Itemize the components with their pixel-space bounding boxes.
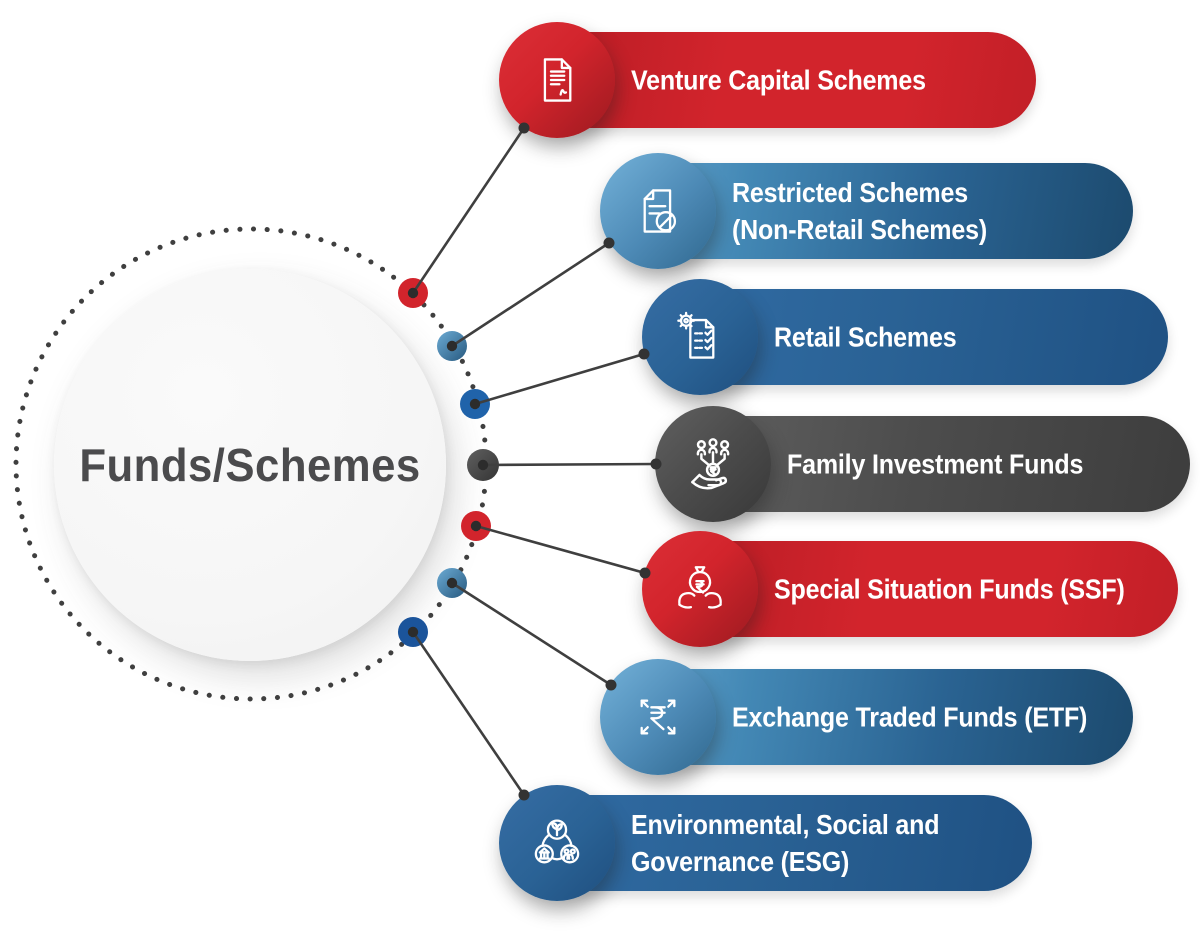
central-hub-circle: Funds/Schemes [54, 269, 446, 661]
banner-icon-disc [499, 22, 615, 138]
banner-icon-disc [499, 785, 615, 901]
banner-icon-disc [642, 279, 758, 395]
banner-label: Venture Capital Schemes [631, 64, 926, 96]
banner-label: Special Situation Funds (SSF) [774, 573, 1125, 605]
diagram-title: Funds/Schemes [79, 439, 421, 491]
banner-venture-capital-schemes: Venture Capital Schemes [499, 22, 1036, 138]
connector-dot-5 [461, 511, 491, 541]
connector-dot-center [446, 577, 458, 589]
connector-line-3 [474, 352, 645, 406]
connector-line-2 [451, 241, 610, 348]
connector-dot-center [469, 398, 481, 410]
connector-dot-4 [467, 449, 499, 481]
family-fund-hand-icon [691, 438, 730, 490]
banner-label: Restricted Schemes (Non-Retail Schemes) [732, 177, 988, 245]
banner-restricted-schemes: Restricted Schemes (Non-Retail Schemes) [600, 153, 1133, 269]
banner-esg: Environmental, Social and Governance (ES… [499, 785, 1032, 901]
connector-dot-1 [398, 278, 428, 308]
connector-dot-2 [437, 331, 467, 361]
banner-label: Environmental, Social and Governance (ES… [631, 809, 940, 877]
banner-retail-schemes: Retail Schemes [642, 279, 1168, 395]
banner-label: Exchange Traded Funds (ETF) [732, 701, 1088, 733]
banner-icon-disc [600, 659, 716, 775]
connector-dot-3 [460, 389, 490, 419]
connector-line-5 [475, 524, 646, 575]
banner-icon-disc [655, 406, 771, 522]
banner-icon-disc [600, 153, 716, 269]
connector-line-6 [451, 581, 612, 687]
connector-dot-center [470, 520, 482, 532]
restricted-document-icon [643, 189, 677, 233]
connector-line-7 [411, 631, 526, 796]
banner-label: Retail Schemes [774, 321, 957, 353]
connector-dot-center [407, 626, 419, 638]
banner-icon-disc [642, 531, 758, 647]
hands-money-bag-icon [678, 566, 722, 609]
connector-line-1 [411, 127, 526, 294]
rupee-expand-arrows-icon [640, 699, 676, 735]
connector-dot-6 [437, 568, 467, 598]
banner-label: Family Investment Funds [787, 448, 1084, 480]
connector-dot-center [477, 459, 489, 471]
connector-line-4 [482, 462, 657, 467]
signed-document-icon [543, 58, 572, 102]
connector-dot-center [407, 287, 419, 299]
connector-dot-7 [398, 617, 428, 647]
banner-family-investment-funds: Family Investment Funds [655, 406, 1190, 522]
banner-exchange-traded-funds: Exchange Traded Funds (ETF) [600, 659, 1133, 775]
esg-circles-icon [534, 819, 580, 864]
approved-checklist-icon [677, 311, 715, 359]
connector-dot-center [446, 340, 458, 352]
banner-special-situation-funds: Special Situation Funds (SSF) [642, 531, 1178, 647]
